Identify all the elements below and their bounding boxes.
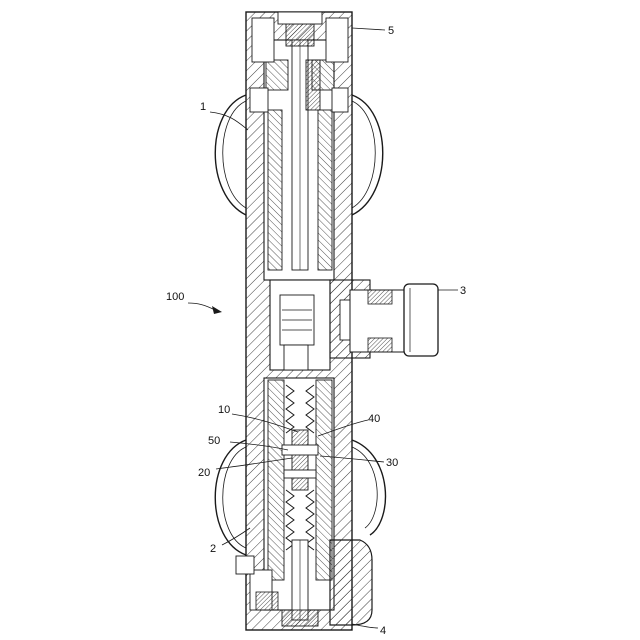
upper-bracket-right <box>332 88 348 112</box>
label-2: 2 <box>210 543 216 555</box>
label-30: 30 <box>386 457 398 469</box>
lower-handle-right <box>352 440 385 535</box>
middle-lower-spindle <box>284 345 308 370</box>
lower-handle-outline <box>215 440 246 555</box>
label-50: 50 <box>208 435 220 447</box>
bottom-left-screw <box>236 556 254 574</box>
upper-sleeve-left <box>268 110 282 270</box>
outlet-seal-bottom <box>368 338 392 352</box>
top-cap <box>278 12 322 24</box>
upper-handle-inner <box>223 101 246 208</box>
label-5: 5 <box>388 25 394 37</box>
label-20: 20 <box>198 467 210 479</box>
upper-nut <box>266 60 288 90</box>
leader-5 <box>352 28 385 30</box>
upper-thread-stud <box>286 24 314 46</box>
label-1: 1 <box>200 101 206 113</box>
top-right-block <box>326 18 348 62</box>
outlet-cap <box>404 284 438 356</box>
bottom-end-cap <box>330 540 372 625</box>
leader-100 <box>188 303 215 310</box>
outlet-seal-top <box>368 290 392 304</box>
label-40: 40 <box>368 413 380 425</box>
upper-sleeve-right <box>318 110 332 270</box>
upper-handle-right <box>352 95 383 215</box>
top-left-block <box>252 18 274 62</box>
label-100: 100 <box>166 291 184 303</box>
upper-nut-right <box>312 60 334 90</box>
upper-bracket-left <box>250 88 268 112</box>
thermo-core <box>292 430 308 490</box>
label-3: 3 <box>460 285 466 297</box>
thermo-flange-lower <box>284 470 316 478</box>
bottom-plug <box>282 610 318 626</box>
upper-handle-outline <box>215 95 246 215</box>
bottom-left-seal <box>256 592 278 610</box>
label-10: 10 <box>218 404 230 416</box>
upper-handle-right-inner <box>352 101 375 208</box>
lower-sleeve-left <box>268 380 284 580</box>
label-4: 4 <box>380 625 386 637</box>
leader-100-arrow <box>212 306 222 314</box>
leader-4 <box>352 624 378 628</box>
